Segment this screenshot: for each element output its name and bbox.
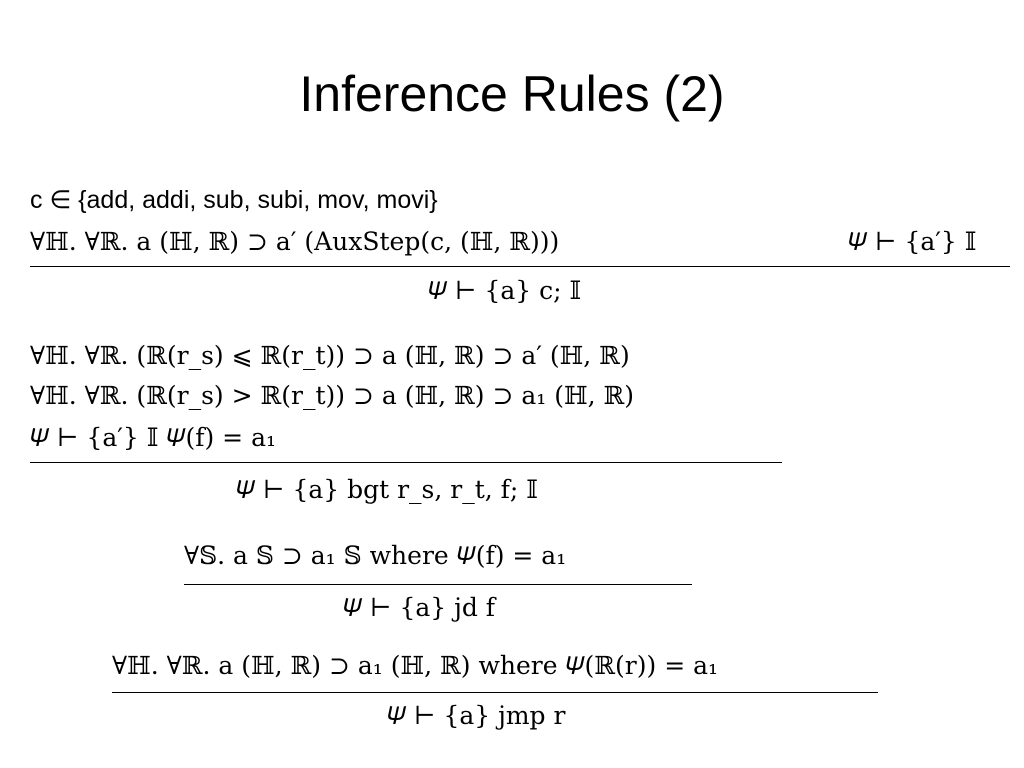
rule-1-inference-bar xyxy=(30,266,1010,267)
rule-2-inference-bar xyxy=(30,462,782,463)
rule-2-premise-3: 𝛹 ⊢ {a′} 𝕀 𝛹(f) = a₁ xyxy=(30,423,276,452)
rule-2-conclusion: 𝛹 ⊢ {a} bgt r_s, r_t, f; 𝕀 xyxy=(236,475,538,504)
rule-1-premise-1: c ∈ {add, addi, sub, subi, mov, movi} xyxy=(30,186,438,214)
rule-4-conclusion: 𝛹 ⊢ {a} jmp r xyxy=(387,701,566,730)
rule-4-inference-bar xyxy=(112,692,878,693)
slide-title: Inference Rules (2) xyxy=(299,66,725,122)
rule-4-premise: ∀ℍ. ∀ℝ. a (ℍ, ℝ) ⊃ a₁ (ℍ, ℝ) where 𝛹(ℝ(r… xyxy=(112,651,719,680)
rule-1-conclusion: 𝛹 ⊢ {a} c; 𝕀 xyxy=(428,276,582,305)
rule-2-premise-2: ∀ℍ. ∀ℝ. (ℝ(r_s) > ℝ(r_t)) ⊃ a (ℍ, ℝ) ⊃ a… xyxy=(30,381,635,410)
rule-3-inference-bar xyxy=(184,584,692,585)
rule-3-premise: ∀𝕊. a 𝕊 ⊃ a₁ 𝕊 where 𝛹(f) = a₁ xyxy=(184,541,567,570)
rule-3-conclusion: 𝛹 ⊢ {a} jd f xyxy=(343,593,496,622)
rule-1-premise-2: ∀ℍ. ∀ℝ. a (ℍ, ℝ) ⊃ a′ (AuxStep(c, (ℍ, ℝ)… xyxy=(30,227,560,256)
rule-2-premise-1: ∀ℍ. ∀ℝ. (ℝ(r_s) ⩽ ℝ(r_t)) ⊃ a (ℍ, ℝ) ⊃ a… xyxy=(30,341,630,370)
rule-1-premise-3: 𝛹 ⊢ {a′} 𝕀 xyxy=(848,227,977,256)
